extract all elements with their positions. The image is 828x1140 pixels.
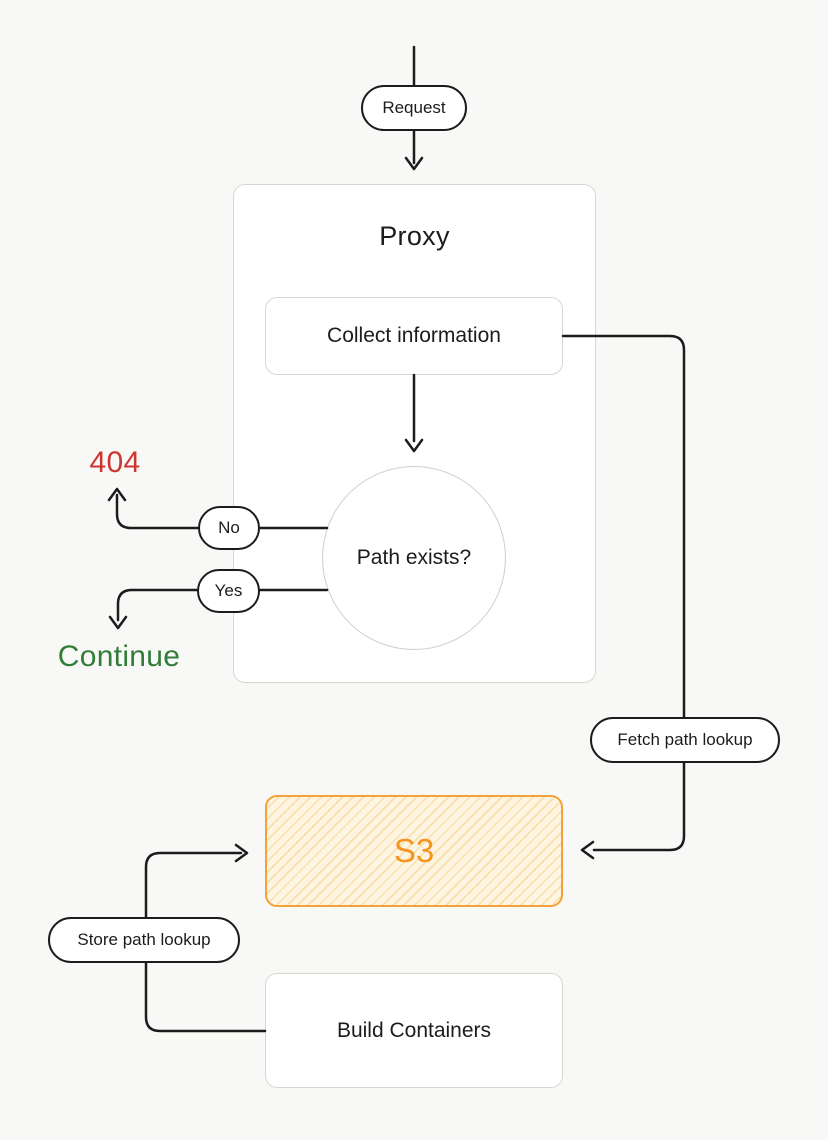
label-404: 404 <box>89 446 141 479</box>
edge-no-to-404 <box>115 493 200 530</box>
path-exists-label: Path exists? <box>356 546 472 569</box>
no-label: No <box>218 518 240 537</box>
arrowhead-down-to-continue <box>108 615 128 630</box>
s3-box: S3 <box>265 795 563 907</box>
store-path-lookup-pill: Store path lookup <box>48 917 240 963</box>
arrowhead-right-into-s3 <box>234 843 249 863</box>
collect-information-label: Collect information <box>327 324 501 347</box>
fetch-path-lookup-pill: Fetch path lookup <box>590 717 780 763</box>
yes-pill: Yes <box>197 569 260 613</box>
collect-information-box: Collect information <box>265 297 563 375</box>
request-label: Request <box>382 98 446 117</box>
build-containers-label: Build Containers <box>336 1018 492 1042</box>
proxy-title: Proxy <box>379 221 450 251</box>
fetch-path-lookup-label: Fetch path lookup <box>617 730 753 749</box>
path-exists-decision-circle: Path exists? <box>322 466 506 650</box>
arrowhead-down-into-proxy <box>404 156 424 171</box>
edge-yes-to-continue <box>116 588 199 622</box>
arrowhead-left-into-s3 <box>580 840 595 860</box>
request-pill: Request <box>361 85 467 131</box>
build-containers-box: Build Containers <box>265 973 563 1088</box>
yes-label: Yes <box>214 581 243 600</box>
no-pill: No <box>198 506 260 550</box>
store-path-lookup-label: Store path lookup <box>77 930 211 949</box>
arrowhead-up-to-404 <box>107 487 127 502</box>
label-continue: Continue <box>57 640 181 673</box>
s3-label: S3 <box>393 832 435 869</box>
